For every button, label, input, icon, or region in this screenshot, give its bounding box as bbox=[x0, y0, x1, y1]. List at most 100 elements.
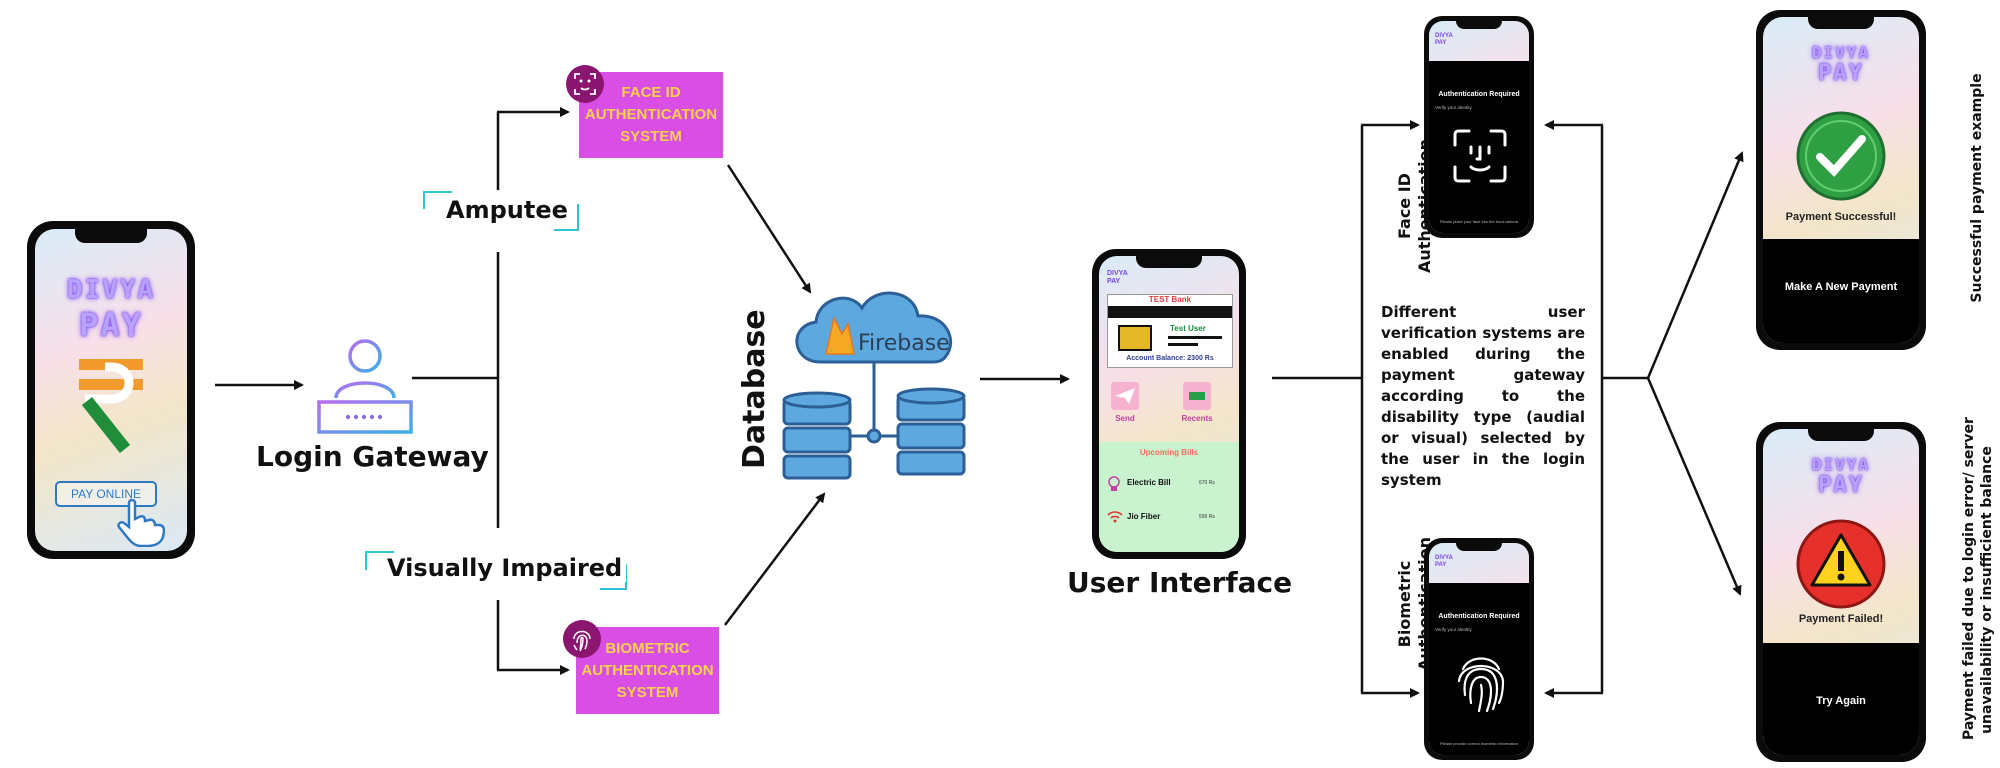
database-label: Database bbox=[737, 309, 772, 469]
success-message: Payment Successful! bbox=[1785, 211, 1897, 223]
upcoming-bills-title: Upcoming Bills bbox=[1139, 448, 1199, 457]
failed-phone: DIVYA PAY Payment Failed! Try Again bbox=[1756, 422, 1926, 762]
hand-pointer-icon bbox=[117, 498, 165, 547]
warning-icon bbox=[1796, 519, 1886, 609]
new-payment-panel[interactable]: Make A New Payment bbox=[1763, 239, 1919, 343]
send-icon bbox=[1115, 388, 1135, 404]
failed-screen: DIVYA PAY Payment Failed! Try Again bbox=[1763, 429, 1919, 755]
card-chip bbox=[1118, 325, 1152, 351]
failed-message: Payment Failed! bbox=[1798, 613, 1884, 625]
phone-notch bbox=[1456, 543, 1502, 551]
payment-app-phone: DIVYA PAY PAY ONLINE bbox=[27, 221, 195, 559]
bill-name: Jio Fiber bbox=[1127, 512, 1161, 521]
arrow-face-to-db bbox=[726, 164, 812, 294]
lightbulb-icon bbox=[1108, 476, 1120, 491]
fingerprint-badge-icon bbox=[563, 620, 601, 658]
user-interface-phone: DIVYA PAY TEST Bank Test User Account Ba… bbox=[1092, 249, 1246, 559]
face-scan-badge-icon bbox=[566, 65, 604, 103]
biometric-auth-label: BIOMETRIC AUTHENTICATION SYSTEM bbox=[581, 639, 714, 701]
bank-name: TEST Bank bbox=[1148, 295, 1192, 304]
bills-panel: Upcoming Bills Electric Bill 670 Rs Jio … bbox=[1099, 442, 1239, 552]
face-auth-panel: Authentication Required Verify your iden… bbox=[1429, 61, 1529, 233]
face-id-auth-label: FACE ID AUTHENTICATION SYSTEM bbox=[584, 84, 718, 145]
try-again-panel[interactable]: Try Again bbox=[1763, 643, 1919, 755]
visually-impaired-label: Visually Impaired bbox=[383, 554, 627, 582]
pay-online-button[interactable]: PAY ONLINE bbox=[55, 481, 157, 507]
bill-row-electric[interactable]: Electric Bill 670 Rs bbox=[1107, 476, 1233, 494]
ui-screen: DIVYA PAY TEST Bank Test User Account Ba… bbox=[1099, 256, 1239, 552]
login-user-icon bbox=[317, 339, 413, 434]
biometric-phone: DIVYA PAY Authentication Required Verify… bbox=[1424, 538, 1534, 760]
brand-logo-line1: DIVYA bbox=[66, 275, 156, 305]
success-brand-line2: PAY bbox=[1818, 61, 1864, 86]
firebase-cloud-text: Firebase bbox=[858, 331, 950, 356]
bill-amount: 599 Rs bbox=[1199, 514, 1215, 520]
bank-card: TEST Bank Test User Account Balance: 230… bbox=[1107, 294, 1233, 368]
new-payment-button[interactable]: Make A New Payment bbox=[1784, 281, 1898, 293]
arrow-to-failure bbox=[1646, 377, 1742, 596]
face-auth-hint: Please place your face into the front ca… bbox=[1439, 219, 1519, 224]
bracket-visual-tl bbox=[365, 551, 394, 570]
database-cylinder-right bbox=[896, 387, 966, 476]
phone-notch bbox=[1456, 21, 1502, 29]
bio-auth-hint: Please provide correct biometric informa… bbox=[1439, 741, 1519, 746]
success-screen: DIVYA PAY Payment Successful! Make A New… bbox=[1763, 17, 1919, 343]
recents-label: Recents bbox=[1181, 414, 1213, 423]
success-check-icon bbox=[1796, 111, 1886, 201]
send-tile[interactable] bbox=[1111, 382, 1139, 410]
failed-side-label: Payment failed due to login error/ serve… bbox=[1960, 417, 1996, 740]
phone-notch bbox=[1808, 17, 1874, 29]
pay-online-label: PAY ONLINE bbox=[70, 487, 142, 501]
rupee-icon bbox=[79, 359, 143, 453]
success-side-label: Successful payment example bbox=[1969, 73, 1985, 303]
user-interface-label: User Interface bbox=[1067, 566, 1293, 599]
firebase-flame-icon bbox=[825, 315, 855, 355]
bio-auth-panel: Authentication Required Verify your iden… bbox=[1429, 583, 1529, 755]
face-auth-subtitle: Verify your identity bbox=[1435, 105, 1472, 110]
arrow-to-success bbox=[1646, 151, 1744, 379]
bio-auth-subtitle: Verify your identity bbox=[1435, 627, 1472, 632]
bill-name: Electric Bill bbox=[1127, 478, 1171, 487]
send-label: Send bbox=[1115, 414, 1135, 423]
database-cylinder-left bbox=[782, 391, 852, 480]
account-balance: Account Balance: 2300 Rs bbox=[1126, 355, 1214, 362]
brand-logo-line2: PAY bbox=[79, 306, 143, 344]
bracket-amputee-tl bbox=[423, 191, 452, 209]
bill-amount: 670 Rs bbox=[1199, 480, 1215, 486]
firebase-database-icon: Firebase bbox=[782, 291, 966, 480]
biometric-side-line1: Biometric bbox=[1395, 560, 1414, 648]
face-id-side-line1: Face ID bbox=[1395, 173, 1414, 239]
bio-brand-logo: DIVYA PAY bbox=[1435, 555, 1453, 568]
failed-brand-line2: PAY bbox=[1818, 473, 1864, 498]
ui-brand-logo: DIVYA PAY bbox=[1107, 270, 1128, 285]
face-id-icon bbox=[1453, 129, 1507, 183]
card-user-name: Test User bbox=[1170, 324, 1206, 333]
bill-row-jio[interactable]: Jio Fiber 599 Rs bbox=[1107, 510, 1233, 528]
face-brand-logo: DIVYA PAY bbox=[1435, 33, 1453, 46]
success-brand-line1: DIVYA bbox=[1811, 43, 1871, 62]
face-id-phone: DIVYA PAY Authentication Required Verify… bbox=[1424, 16, 1534, 238]
card-line-2 bbox=[1168, 343, 1198, 346]
phone-screen: DIVYA PAY PAY ONLINE bbox=[35, 229, 187, 551]
biometric-screen: DIVYA PAY Authentication Required Verify… bbox=[1429, 543, 1529, 755]
failed-brand-line1: DIVYA bbox=[1811, 455, 1871, 474]
try-again-button[interactable]: Try Again bbox=[1816, 695, 1866, 707]
face-id-screen: DIVYA PAY Authentication Required Verify… bbox=[1429, 21, 1529, 233]
card-line-1 bbox=[1168, 336, 1222, 339]
amputee-label: Amputee bbox=[442, 196, 572, 224]
face-auth-title: Authentication Required bbox=[1438, 91, 1520, 98]
wifi-icon bbox=[1107, 511, 1123, 523]
failed-side-line1: Payment failed due to login error/ serve… bbox=[1961, 417, 1977, 740]
phone-notch bbox=[1808, 429, 1874, 441]
verification-description: Different user verification systems are … bbox=[1381, 303, 1585, 489]
bracket-amputee-br bbox=[554, 204, 579, 231]
failed-side-line2: unavailability or insufficient balance bbox=[1979, 446, 1995, 734]
fingerprint-icon bbox=[1457, 657, 1505, 713]
login-gateway-label: Login Gateway bbox=[256, 440, 489, 473]
arrow-bio-to-db bbox=[724, 492, 826, 626]
bio-auth-title: Authentication Required bbox=[1438, 613, 1520, 620]
phone-notch bbox=[1136, 256, 1202, 268]
success-phone: DIVYA PAY Payment Successful! Make A New… bbox=[1756, 10, 1926, 350]
recents-tile[interactable] bbox=[1183, 382, 1211, 410]
